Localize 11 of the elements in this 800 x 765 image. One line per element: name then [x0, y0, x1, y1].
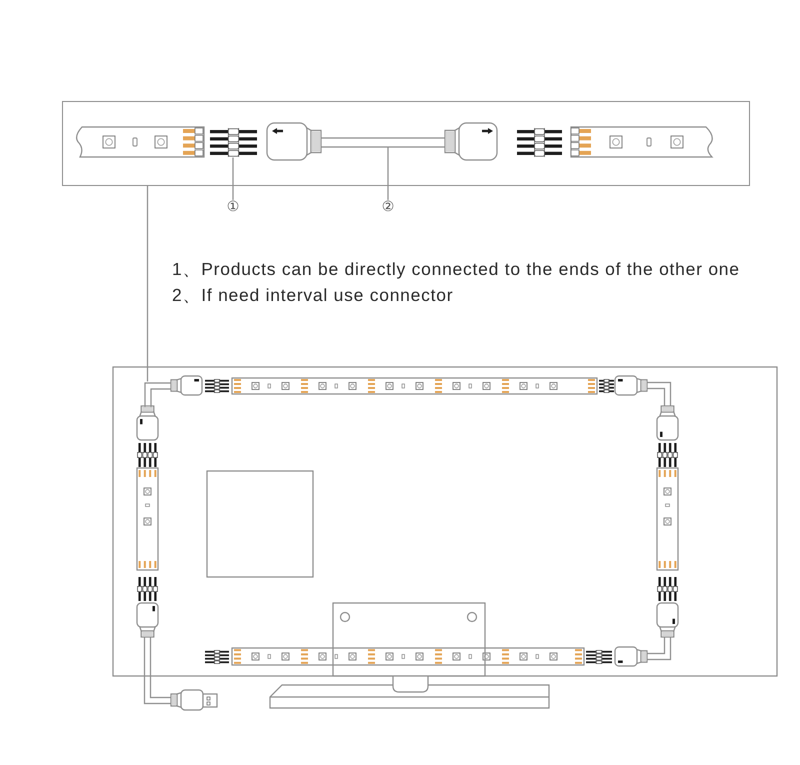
leader-line [387, 148, 389, 200]
note-text: 2、If need interval use connector [172, 285, 454, 306]
cable [144, 382, 171, 406]
detail-panel [62, 101, 750, 186]
note-text: 1、Products can be directly connected to the ends of the other one [172, 259, 740, 280]
cable [320, 136, 444, 148]
leader-line [232, 158, 234, 200]
callout-number: ① [226, 200, 240, 214]
callout-number: ② [382, 200, 394, 214]
leader-line [146, 186, 148, 382]
pin-connector [210, 126, 258, 158]
